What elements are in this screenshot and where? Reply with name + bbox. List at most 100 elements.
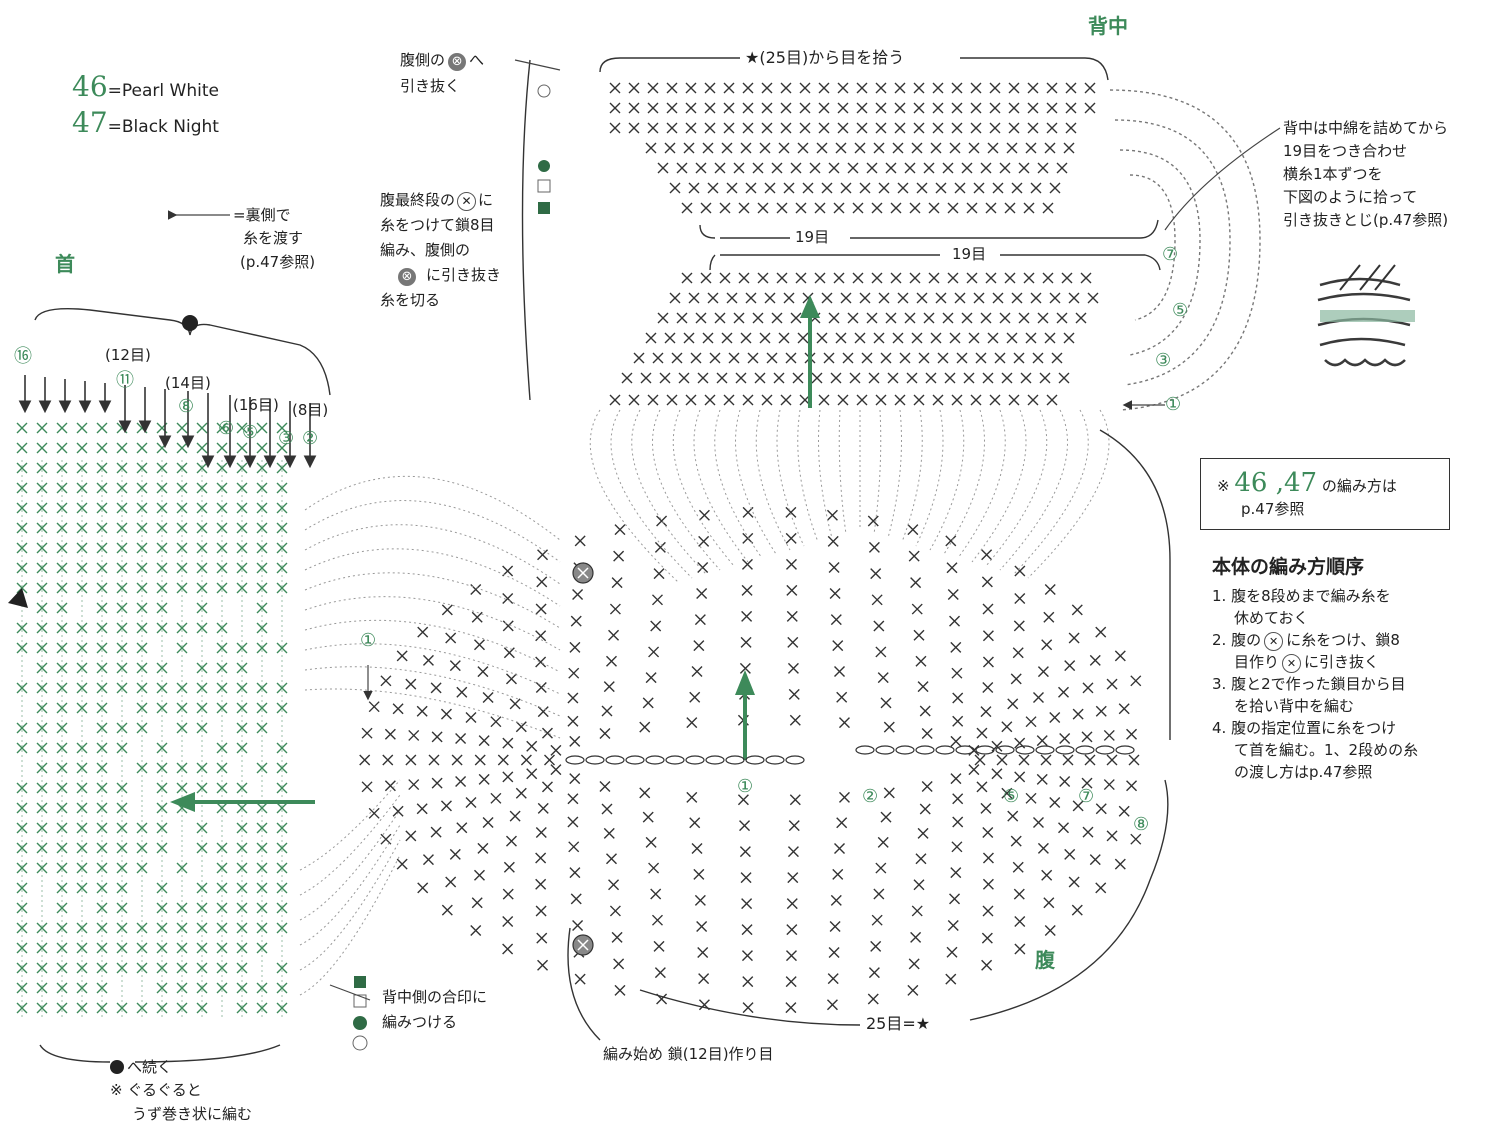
- step-line: て首を編む。1、2段めの糸: [1212, 739, 1418, 761]
- stitch-x: [722, 143, 732, 153]
- stitch-x: [527, 769, 537, 779]
- stitch-x: [646, 673, 656, 683]
- step-line: を拾い背中を編む: [1212, 695, 1418, 717]
- stitch-x: [874, 143, 884, 153]
- stitch-x: [914, 83, 924, 93]
- stitch-x: [17, 423, 27, 433]
- stitch-x: [684, 333, 694, 343]
- stitch-x: [385, 781, 395, 791]
- stitch-x: [604, 682, 614, 692]
- stitch-x: [536, 879, 546, 889]
- stitch-x: [1038, 843, 1048, 853]
- stitch-x: [1002, 373, 1012, 383]
- stitch-x: [1019, 313, 1029, 323]
- stitch-x: [948, 920, 958, 930]
- stitch-x: [537, 933, 547, 943]
- text: 2. 腹の: [1212, 631, 1261, 649]
- stitch-x: [724, 123, 734, 133]
- stitch-x: [796, 203, 806, 213]
- neck-count-14: (14目): [165, 373, 211, 394]
- belly-total-label: 25目=★: [866, 1013, 930, 1034]
- stitch-x: [705, 395, 715, 405]
- stitch-x: [612, 932, 622, 942]
- stitch-x: [679, 373, 689, 383]
- stitch-x: [830, 589, 840, 599]
- stitch-x: [791, 163, 801, 173]
- stitch-x: [947, 563, 957, 573]
- stitch-x: [869, 968, 879, 978]
- stitch-x: [789, 821, 799, 831]
- stitch-x: [848, 163, 858, 173]
- stitch-x: [536, 631, 546, 641]
- stitch-x: [857, 103, 867, 113]
- stitch-x: [922, 728, 932, 738]
- cross-circle-icon: ⊗: [398, 268, 416, 286]
- stitch-x: [429, 755, 439, 765]
- stitch-x: [37, 443, 47, 453]
- neck-attach-line: [300, 780, 400, 870]
- stitch-x: [77, 423, 87, 433]
- note-box: ※ 46 ,47 の編み方は p.47参照: [1200, 458, 1450, 530]
- stitch-x: [743, 83, 753, 93]
- stitch-x: [1066, 123, 1076, 133]
- stitch-x: [872, 203, 882, 213]
- stitch-x: [177, 443, 187, 453]
- chain-stitch: [566, 756, 584, 764]
- stitch-x: [1044, 612, 1054, 622]
- stitch-x: [831, 615, 841, 625]
- back-side-markers: [538, 85, 550, 214]
- stitch-x: [742, 925, 752, 935]
- stitch-x: [1115, 859, 1125, 869]
- stitch-x: [1059, 823, 1069, 833]
- stitch-x: [943, 163, 953, 173]
- stitch-x: [446, 633, 456, 643]
- belly-start-label: 編み始め 鎖(12目)作り目: [603, 1044, 774, 1065]
- stitch-x: [417, 804, 427, 814]
- stitch-x: [767, 353, 777, 363]
- stitch-x: [760, 143, 770, 153]
- stitch-x: [926, 373, 936, 383]
- stitch-x: [833, 641, 843, 651]
- stitch-x: [822, 293, 832, 303]
- stitch-x: [1033, 817, 1043, 827]
- stitch-x: [971, 123, 981, 133]
- stitch-x: [1041, 755, 1051, 765]
- stitch-x: [872, 595, 882, 605]
- stitch-x: [834, 203, 844, 213]
- stitch-x: [831, 895, 841, 905]
- stitch-x: [908, 525, 918, 535]
- stitch-x: [1059, 687, 1069, 697]
- stitch-x: [831, 373, 841, 383]
- stitch-x: [397, 859, 407, 869]
- stitch-x: [655, 542, 665, 552]
- stitch-x: [369, 702, 379, 712]
- stitch-x: [697, 921, 707, 931]
- stitch-x: [606, 656, 616, 666]
- stitch-x: [658, 313, 668, 323]
- stitch-x: [835, 667, 845, 677]
- neck-continue: へ続く: [127, 1057, 172, 1078]
- stitch-x: [922, 782, 932, 792]
- stitch-x: [1008, 699, 1018, 709]
- stitch-x: [570, 642, 580, 652]
- stitch-x: [1047, 395, 1057, 405]
- stitch-x: [197, 443, 207, 453]
- cross-circle-icon: ⊗: [448, 53, 466, 71]
- back-join-line: [736, 410, 777, 554]
- stitch-x: [479, 774, 489, 784]
- stitch-x: [891, 273, 901, 283]
- stitch-x: [975, 755, 985, 765]
- stitch-x: [1069, 877, 1079, 887]
- stitch-x: [542, 782, 552, 792]
- chain-stitch: [1116, 746, 1134, 754]
- stitch-x: [504, 862, 514, 872]
- stitch-x: [694, 869, 704, 879]
- stitch-x: [787, 585, 797, 595]
- stitch-x: [682, 203, 692, 213]
- stitch-x: [610, 123, 620, 133]
- stitch-x: [911, 578, 921, 588]
- stitch-x: [905, 313, 915, 323]
- stitch-x: [990, 103, 1000, 113]
- stitch-x: [933, 123, 943, 133]
- stitch-x: [781, 123, 791, 133]
